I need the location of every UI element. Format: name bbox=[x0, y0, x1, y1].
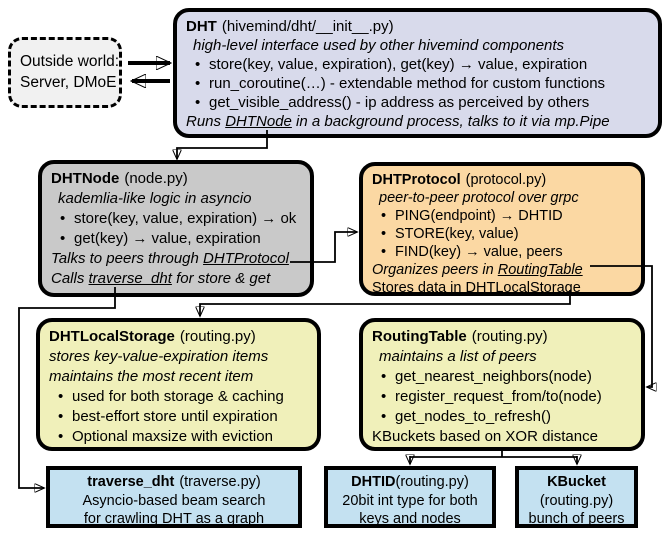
dhtid-title-line: DHTID(routing.py) bbox=[330, 473, 490, 492]
bullet-glyph: • bbox=[58, 388, 64, 405]
dhtprotocol-note2: Stores data in DHTLocalStorage bbox=[372, 280, 581, 296]
dhtnode-box: DHTNode(node.py) kademlia-like logic in … bbox=[38, 160, 314, 297]
bullet-glyph: • bbox=[381, 244, 387, 260]
dhtnode-note1: Talks to peers through DHTProtocol bbox=[51, 250, 289, 267]
kbucket-title: KBucket bbox=[547, 474, 606, 490]
bullet-glyph: • bbox=[195, 75, 201, 92]
dhtnode-title-line: DHTNode(node.py) bbox=[51, 169, 301, 189]
bullet-glyph: • bbox=[381, 226, 387, 242]
dht-title: DHT bbox=[186, 18, 217, 35]
kbucket-file: (routing.py) bbox=[539, 492, 614, 509]
outside-world-line1: Outside world: bbox=[20, 53, 120, 70]
dhtlocalstorage-file: (routing.py) bbox=[179, 328, 256, 345]
dhtlocalstorage-subtitle2: maintains the most recent item bbox=[49, 368, 254, 385]
bullet-glyph: • bbox=[195, 94, 201, 111]
dhtid-box: DHTID(routing.py) 20bit int type for bot… bbox=[324, 466, 496, 528]
dhtlocalstorage-subtitle1: stores key-value-expiration items bbox=[49, 348, 269, 365]
traverse-file: (traverse.py) bbox=[179, 474, 261, 490]
dht-bullet-1: •store(key, value, expiration), get(key)… bbox=[186, 55, 649, 74]
dhtprotocol-bullet-1: •PING(endpoint) → DHTID bbox=[372, 207, 632, 225]
dhtnode-ref: DHTNode bbox=[225, 113, 292, 130]
traverse-dht-box: traverse_dht(traverse.py) Asyncio-based … bbox=[46, 466, 302, 528]
dhtnode-title: DHTNode bbox=[51, 170, 120, 187]
traverse-line1: Asyncio-based beam search bbox=[82, 492, 266, 509]
routingtable-subtitle: maintains a list of peers bbox=[379, 348, 537, 365]
dhtnode-file: (node.py) bbox=[124, 170, 188, 187]
bullet-glyph: • bbox=[58, 408, 64, 425]
dht-footer: Runs DHTNode in a background process, ta… bbox=[186, 113, 610, 130]
bullet-glyph: • bbox=[195, 56, 201, 73]
dhtnode-bullet-1: •store(key, value, expiration) → ok bbox=[51, 209, 301, 229]
bullet-glyph: • bbox=[381, 408, 387, 425]
bullet-glyph: • bbox=[60, 230, 66, 247]
traverse-title-line: traverse_dht(traverse.py) bbox=[54, 473, 294, 492]
dhtid-line2: keys and nodes bbox=[359, 511, 461, 527]
dhtlocalstorage-bullet-3: •Optional maxsize with eviction bbox=[49, 427, 308, 447]
dht-file: (hivemind/dht/__init__.py) bbox=[221, 18, 394, 35]
dhtprotocol-title-line: DHTProtocol(protocol.py) bbox=[372, 171, 632, 189]
bullet-glyph: • bbox=[381, 368, 387, 385]
connector-routingtable-split bbox=[410, 450, 577, 458]
dht-subtitle: high-level interface used by other hivem… bbox=[193, 37, 565, 54]
dhtprotocol-file: (protocol.py) bbox=[465, 172, 547, 188]
bullet-glyph: • bbox=[58, 428, 64, 445]
dhtprotocol-title: DHTProtocol bbox=[372, 172, 461, 188]
localstorage-ref: LocalStorage bbox=[495, 280, 581, 296]
traverse-title: traverse_dht bbox=[87, 474, 175, 490]
routingtable-title-line: RoutingTable(routing.py) bbox=[372, 327, 632, 347]
outside-world-box: Outside world: Server, DMoE bbox=[8, 37, 122, 108]
bullet-glyph: • bbox=[381, 388, 387, 405]
routingtable-box: RoutingTable(routing.py) maintains a lis… bbox=[359, 318, 645, 451]
routingtable-title: RoutingTable bbox=[372, 328, 467, 345]
dht-box: DHT(hivemind/dht/__init__.py) high-level… bbox=[173, 8, 662, 138]
dht-bullet-2: •run_coroutine(…) - extendable method fo… bbox=[186, 74, 649, 93]
dhtid-title: DHTID bbox=[351, 474, 396, 490]
traverse-line2: for crawling DHT as a graph bbox=[83, 511, 265, 527]
bullet-glyph: • bbox=[60, 210, 66, 227]
routingtable-bullet-2: •register_request_from/to(node) bbox=[372, 387, 632, 407]
routingtable-ref: RoutingTable bbox=[497, 262, 583, 278]
routingtable-bullet-3: •get_nodes_to_refresh() bbox=[372, 407, 632, 427]
dhtprotocol-note1: Organizes peers in RoutingTable bbox=[372, 262, 583, 278]
dhtprotocol-ref: DHTProtocol bbox=[203, 250, 289, 267]
dhtid-line1: 20bit int type for both bbox=[342, 492, 478, 509]
dhtprotocol-box: DHTProtocol(protocol.py) peer-to-peer pr… bbox=[359, 162, 645, 296]
dhtprotocol-bullet-3: •FIND(key) → value, peers bbox=[372, 243, 632, 261]
outside-world-line2: Server, DMoE bbox=[20, 74, 117, 91]
dhtnode-bullet-2: •get(key) → value, expiration bbox=[51, 229, 301, 249]
dhtnode-subtitle: kademlia-like logic in asyncio bbox=[58, 190, 252, 207]
dhtprotocol-bullet-2: •STORE(key, value) bbox=[372, 225, 632, 243]
dhtnode-note2: Calls traverse_dht for store & get bbox=[51, 270, 271, 287]
dhtlocalstorage-box: DHTLocalStorage(routing.py) stores key-v… bbox=[36, 318, 321, 451]
routingtable-file: (routing.py) bbox=[471, 328, 548, 345]
kbucket-box: KBucket (routing.py) bunch of peers bbox=[515, 466, 638, 528]
routingtable-bullet-1: •get_nearest_neighbors(node) bbox=[372, 367, 632, 387]
dhtlocalstorage-bullet-1: •used for both storage & caching bbox=[49, 387, 308, 407]
dhtlocalstorage-title-line: DHTLocalStorage(routing.py) bbox=[49, 327, 308, 347]
traverse-dht-ref: traverse_dht bbox=[88, 270, 172, 287]
kbucket-line1: bunch of peers bbox=[528, 511, 625, 527]
routingtable-footer: KBuckets based on XOR distance bbox=[372, 428, 598, 445]
dhtid-file: (routing.py) bbox=[395, 474, 469, 490]
bullet-glyph: • bbox=[381, 208, 387, 224]
dht-bullet-3: •get_visible_address() - ip address as p… bbox=[186, 93, 649, 112]
dhtlocalstorage-bullet-2: •best-effort store until expiration bbox=[49, 407, 308, 427]
dht-title-line: DHT(hivemind/dht/__init__.py) bbox=[186, 17, 649, 36]
dhtlocalstorage-title: DHTLocalStorage bbox=[49, 328, 175, 345]
dhtprotocol-subtitle: peer-to-peer protocol over grpc bbox=[379, 190, 579, 206]
